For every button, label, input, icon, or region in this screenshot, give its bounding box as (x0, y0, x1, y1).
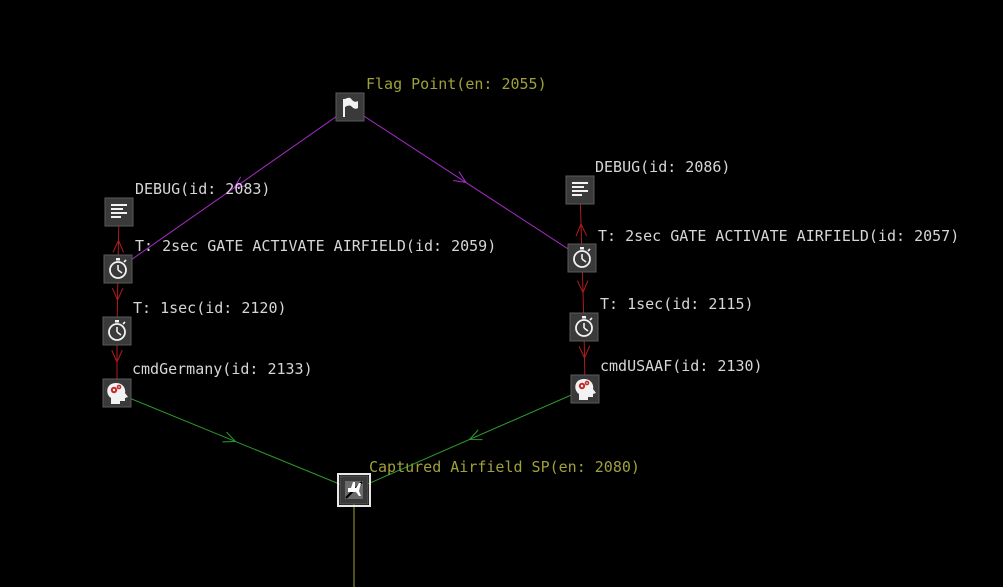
airfield-icon (345, 481, 363, 499)
node-debug-2086[interactable]: DEBUG(id: 2086) (565, 158, 730, 205)
node-box (335, 92, 365, 122)
node-timer-2057[interactable]: T: 2sec GATE ACTIVATE AIRFIELD(id: 2057) (567, 227, 959, 273)
link-arrowhead (232, 176, 247, 189)
node-label: cmdGermany(id: 2133) (132, 360, 313, 378)
node-label: T: 1sec(id: 2120) (133, 299, 287, 317)
text-lines-icon (111, 204, 127, 218)
link-cmd-usaaf-to-captured-airfield[interactable] (353, 388, 586, 491)
head-gears-icon (575, 379, 596, 400)
link-arrowhead (578, 345, 591, 360)
node-label: Flag Point(en: 2055) (366, 75, 547, 93)
node-flag-point[interactable]: Flag Point(en: 2055) (335, 75, 547, 122)
node-box (339, 475, 369, 505)
link-arrowhead (111, 349, 123, 364)
stopwatch-icon (573, 247, 591, 268)
node-debug-2083[interactable]: DEBUG(id: 2083) (104, 180, 270, 227)
link-arrowhead (111, 287, 124, 302)
node-captured-airfield[interactable]: Captured Airfield SP(en: 2080) (337, 458, 640, 507)
flag-icon (343, 97, 358, 117)
stopwatch-icon (108, 320, 126, 341)
node-timer-2120[interactable]: T: 1sec(id: 2120) (102, 299, 287, 346)
head-gears-icon (107, 383, 128, 404)
stopwatch-icon (575, 316, 593, 337)
link-flag-point-to-timer-2059[interactable] (117, 106, 351, 270)
node-cmd-usaaf[interactable]: cmdUSAAF(id: 2130) (570, 357, 763, 404)
node-selection-outline (337, 473, 371, 507)
link-arrowhead (453, 171, 468, 184)
link-arrowhead (576, 280, 589, 294)
stopwatch-icon (109, 258, 127, 279)
node-label: DEBUG(id: 2083) (135, 180, 270, 198)
node-cmd-germany[interactable]: cmdGermany(id: 2133) (102, 360, 313, 408)
link-flag-point-to-timer-2057[interactable] (349, 106, 583, 259)
link-arrowhead (468, 429, 483, 441)
link-arrowhead (222, 431, 237, 443)
node-label: Captured Airfield SP(en: 2080) (369, 458, 640, 476)
link-arrowhead (112, 239, 125, 253)
nodes-layer: Flag Point(en: 2055) DEBUG(id: 2083) DEBUG… (102, 75, 959, 507)
node-label: DEBUG(id: 2086) (595, 158, 730, 176)
link-arrowhead (575, 222, 588, 237)
node-label: T: 2sec GATE ACTIVATE AIRFIELD(id: 2059) (135, 237, 496, 255)
link-cmd-germany-to-captured-airfield[interactable] (116, 392, 355, 491)
node-label: T: 2sec GATE ACTIVATE AIRFIELD(id: 2057) (598, 227, 959, 245)
node-timer-2115[interactable]: T: 1sec(id: 2115) (569, 295, 754, 342)
node-timer-2059[interactable]: T: 2sec GATE ACTIVATE AIRFIELD(id: 2059) (103, 237, 496, 284)
text-lines-icon (572, 182, 588, 196)
node-label: cmdUSAAF(id: 2130) (600, 357, 763, 375)
node-label: T: 1sec(id: 2115) (600, 295, 754, 313)
